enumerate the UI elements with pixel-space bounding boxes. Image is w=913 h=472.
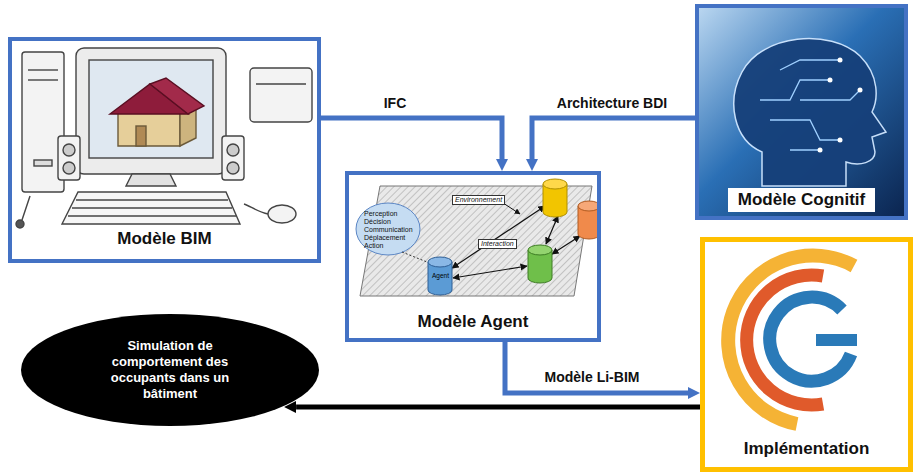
brain-illustration-part — [838, 138, 843, 143]
illustration-label: Environnement — [452, 195, 505, 205]
computer-illustration — [16, 48, 312, 228]
agent-environment-illustration-part — [543, 179, 567, 189]
computer-illustration-part — [76, 199, 228, 200]
agent-environment-illustration-part — [428, 257, 452, 267]
brain-illustration-part — [760, 60, 860, 150]
agent-environment-illustration-part — [578, 201, 600, 211]
computer-illustration-part — [28, 79, 58, 80]
flow-arrow — [321, 118, 502, 159]
illustration-label: Action — [364, 242, 383, 250]
computer-illustration-part — [222, 136, 244, 180]
brain-illustration-part — [734, 39, 886, 186]
flow-arrow — [296, 405, 700, 410]
bim-model-box: Modèle BIM — [8, 37, 321, 263]
computer-illustration-part — [150, 78, 204, 114]
flow-arrow — [532, 118, 695, 159]
platform-logo-part — [816, 334, 857, 346]
connector-label: IFC — [380, 94, 411, 112]
computer-illustration-part — [63, 144, 75, 156]
flow-arrow — [505, 342, 688, 393]
computer-illustration-part — [34, 160, 52, 166]
computer-illustration-part — [126, 174, 176, 186]
connector-label: Architecture BDI — [553, 94, 671, 112]
computer-illustration-part — [76, 48, 226, 174]
illustration-label: Interaction — [478, 239, 517, 249]
illustration-label: Déplacement — [364, 234, 405, 242]
computer-illustration-part — [28, 69, 58, 70]
box-title: Implémentation — [744, 439, 870, 459]
implementation-box: Implémentation — [700, 237, 913, 472]
brain-illustration-part — [818, 148, 823, 153]
computer-illustration-part — [227, 162, 239, 174]
computer-illustration-part — [63, 162, 75, 174]
computer-illustration-part — [244, 204, 268, 214]
ellipse-fill — [21, 314, 319, 426]
computer-illustration-part — [68, 215, 236, 216]
computer-illustration-part — [16, 220, 24, 228]
agent-environment-illustration-part — [546, 216, 558, 244]
brain-illustration-part — [699, 8, 904, 216]
result-ellipse: Simulation de comportement des occupants… — [20, 313, 320, 427]
brain-illustration-part — [838, 58, 843, 63]
agent-environment-illustration-part — [552, 236, 580, 254]
box-title: Modèle BIM — [117, 229, 211, 249]
computer-illustration-part — [22, 196, 30, 220]
computer-illustration-part — [256, 83, 306, 84]
computer-illustration-part — [250, 68, 312, 122]
agent-environment-illustration-part — [453, 266, 527, 278]
box-title: Modèle Agent — [418, 312, 529, 332]
illustration-label: Agent — [432, 272, 449, 280]
computer-illustration-part — [58, 136, 80, 180]
computer-illustration-part — [72, 207, 232, 208]
computer-illustration-part — [136, 126, 146, 146]
illustration-label: Décision — [364, 218, 391, 226]
illustration-label: Perception — [364, 210, 397, 218]
box-title: Modèle Cognitif — [728, 188, 875, 212]
computer-illustration-part — [268, 205, 296, 223]
platform-logo — [728, 256, 857, 424]
agent-environment-illustration — [356, 179, 600, 296]
connector-label: Modèle Li-BIM — [541, 368, 644, 386]
brain-illustration-part — [858, 88, 863, 93]
illustration-label: Communication — [364, 226, 413, 234]
agent-environment-illustration-part — [356, 203, 420, 255]
brain-illustration — [699, 8, 904, 216]
cognitive-model-box: Modèle Cognitif — [695, 4, 908, 220]
brain-illustration-part — [828, 78, 833, 83]
computer-illustration-part — [118, 112, 180, 146]
computer-illustration-part — [227, 144, 239, 156]
computer-illustration-part — [62, 192, 240, 224]
result-text: Simulation de comportement des occupants… — [100, 338, 240, 402]
agent-environment-illustration-part — [528, 245, 552, 255]
computer-illustration-part — [89, 60, 213, 158]
